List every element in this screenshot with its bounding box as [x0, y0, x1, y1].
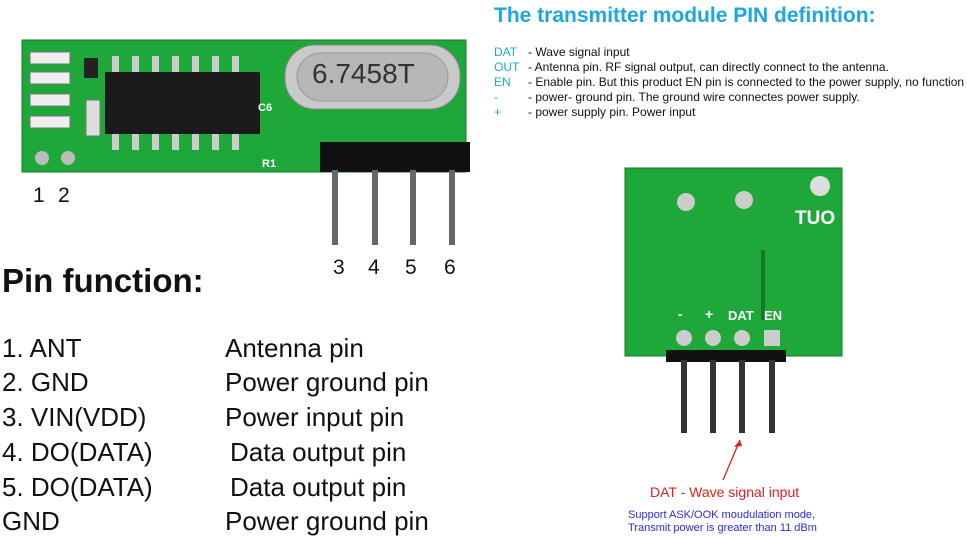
note-line: Support ASK/OOK moudulation mode, — [628, 509, 816, 521]
pin-label: EN — [764, 308, 783, 323]
definition-item: EN- Enable pin. But this product EN pin … — [494, 75, 965, 89]
pin-row: 3. VIN(VDD)Power input pin — [2, 402, 405, 432]
callout-text: DAT - Wave signal input — [650, 484, 800, 500]
c6-label: C6 — [258, 102, 273, 114]
callout-arrow — [722, 439, 741, 481]
page-title: The transmitter module PIN definition: — [494, 4, 876, 27]
pin-label: - — [678, 306, 683, 322]
crystal-label: 6.7458T — [312, 58, 415, 89]
pin-number: 5 — [405, 256, 417, 279]
pin-number: 6 — [444, 256, 456, 279]
r1-label: R1 — [262, 158, 277, 170]
definition-item: -- power- ground pin. The ground wire co… — [494, 90, 860, 104]
pin-function-title: Pin function: — [2, 262, 204, 299]
receiver-module — [21, 39, 470, 245]
definition-item: OUT- Antenna pin. RF signal output, can … — [494, 60, 889, 74]
pin-header — [320, 142, 470, 172]
board-label: TUO — [795, 208, 836, 229]
pin-row: 4. DO(DATA)Data output pin — [2, 437, 407, 467]
pin-row: 5. DO(DATA)Data output pin — [2, 472, 407, 502]
definition-item: +- power supply pin. Power input — [494, 105, 696, 119]
definition-item: DAT- Wave signal input — [494, 45, 630, 59]
pin-number: 1 — [33, 184, 45, 207]
pin-number: 3 — [333, 256, 345, 279]
transmitter-module — [624, 167, 843, 481]
pin-label: DAT — [728, 308, 754, 323]
pin-number: 4 — [368, 256, 380, 279]
chip — [105, 72, 260, 134]
pin-label: + — [705, 306, 714, 322]
pin-number: 2 — [58, 184, 70, 207]
note-line: Transmit power is greater than 11 dBm — [628, 522, 817, 534]
